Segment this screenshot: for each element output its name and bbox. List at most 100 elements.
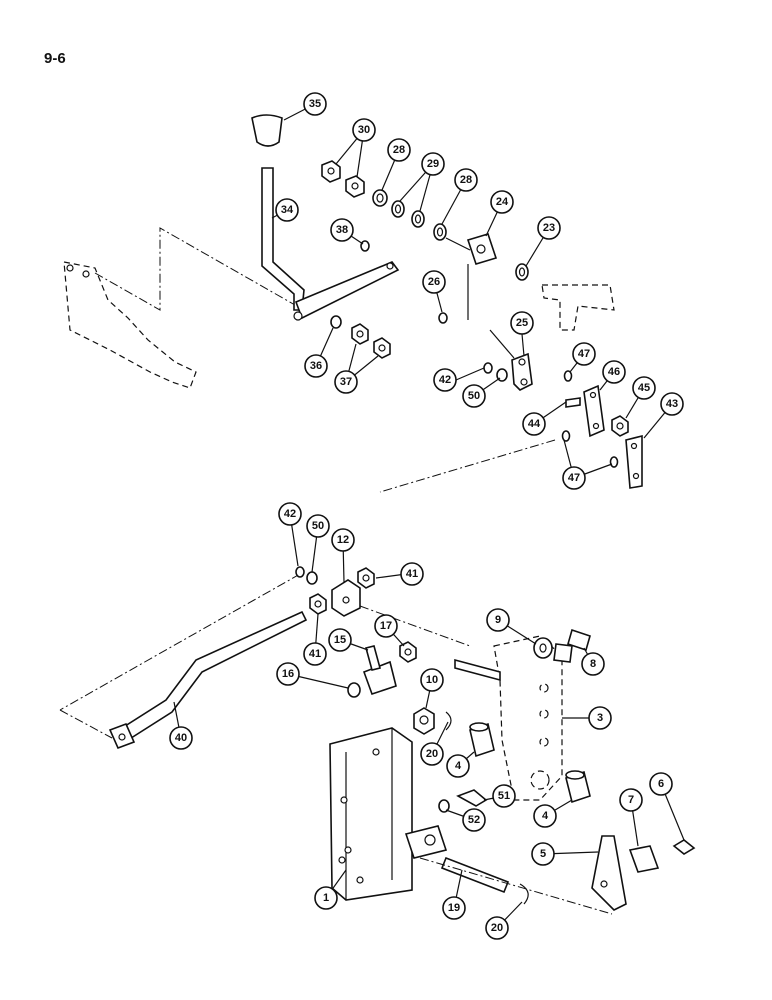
- callout-7: 7: [619, 788, 643, 812]
- svg-text:19: 19: [448, 902, 460, 914]
- svg-text:50: 50: [312, 520, 324, 532]
- callout-34: 34: [275, 198, 299, 222]
- callout-24: 24: [490, 190, 514, 214]
- svg-text:47: 47: [578, 348, 590, 360]
- callout-10: 10: [420, 668, 444, 692]
- callout-25: 25: [510, 311, 534, 335]
- callout-37: 37: [334, 370, 358, 394]
- callout-29: 29: [421, 152, 445, 176]
- upper-assembly: [63, 114, 643, 493]
- svg-text:38: 38: [336, 224, 348, 236]
- lever-link: [294, 261, 400, 320]
- svg-text:9: 9: [495, 614, 501, 626]
- linkage-plate: [591, 835, 627, 911]
- svg-text:41: 41: [309, 648, 321, 660]
- callout-38: 38: [330, 218, 354, 242]
- svg-text:40: 40: [175, 732, 187, 744]
- svg-text:41: 41: [406, 568, 418, 580]
- svg-text:24: 24: [496, 196, 509, 208]
- svg-text:28: 28: [460, 174, 472, 186]
- callout-52: 52: [462, 808, 486, 832]
- svg-text:36: 36: [310, 360, 322, 372]
- svg-text:47: 47: [568, 472, 580, 484]
- mounting-bracket-right: [541, 284, 615, 331]
- pivot-pin: [440, 856, 510, 894]
- callout-26: 26: [422, 270, 446, 294]
- pin: [565, 397, 581, 408]
- callout-51: 51: [492, 784, 516, 808]
- svg-text:51: 51: [498, 790, 510, 802]
- callout-5: 5: [531, 842, 555, 866]
- callout-35: 35: [303, 92, 327, 116]
- callout-45: 45: [632, 376, 656, 400]
- shift-lever: [261, 167, 305, 311]
- svg-text:42: 42: [439, 374, 451, 386]
- callout-20: 20: [485, 916, 509, 940]
- svg-text:12: 12: [337, 534, 349, 546]
- callout-17: 17: [374, 614, 398, 638]
- callout-43: 43: [660, 392, 684, 416]
- svg-text:26: 26: [428, 276, 440, 288]
- svg-text:28: 28: [393, 144, 405, 156]
- callout-40: 40: [169, 726, 193, 750]
- callout-50: 50: [306, 514, 330, 538]
- svg-text:34: 34: [281, 204, 294, 216]
- svg-text:7: 7: [628, 794, 634, 806]
- callout-12: 12: [331, 528, 355, 552]
- callout-16: 16: [276, 662, 300, 686]
- svg-text:29: 29: [427, 158, 439, 170]
- svg-text:6: 6: [658, 778, 664, 790]
- callout-6: 6: [649, 772, 673, 796]
- svg-text:43: 43: [666, 398, 678, 410]
- svg-text:45: 45: [638, 382, 650, 394]
- svg-text:4: 4: [542, 810, 549, 822]
- svg-text:25: 25: [516, 317, 528, 329]
- callout-50: 50: [462, 384, 486, 408]
- callout-30: 30: [352, 118, 376, 142]
- svg-text:30: 30: [358, 124, 370, 136]
- knob: [251, 114, 283, 147]
- svg-text:8: 8: [590, 658, 596, 670]
- callout-1: 1: [314, 886, 338, 910]
- svg-text:17: 17: [380, 620, 392, 632]
- svg-text:5: 5: [540, 848, 546, 860]
- svg-text:44: 44: [528, 418, 541, 430]
- callout-20: 20: [420, 742, 444, 766]
- upper-hardware: [321, 160, 448, 359]
- page-number: 9-6: [44, 50, 66, 67]
- callout-46: 46: [602, 360, 626, 384]
- callout-4: 4: [533, 804, 557, 828]
- callout-36: 36: [304, 354, 328, 378]
- callout-28: 28: [454, 168, 478, 192]
- svg-text:50: 50: [468, 390, 480, 402]
- callout-9: 9: [486, 608, 510, 632]
- svg-text:4: 4: [455, 760, 462, 772]
- callout-28: 28: [387, 138, 411, 162]
- svg-text:35: 35: [309, 98, 321, 110]
- svg-text:16: 16: [282, 668, 294, 680]
- svg-text:46: 46: [608, 366, 620, 378]
- svg-text:52: 52: [468, 814, 480, 826]
- connector-line: [94, 227, 296, 311]
- callout-42: 42: [278, 502, 302, 526]
- callout-41: 41: [400, 562, 424, 586]
- callout-15: 15: [328, 628, 352, 652]
- svg-text:42: 42: [284, 508, 296, 520]
- callout-42: 42: [433, 368, 457, 392]
- callout-3: 3: [588, 706, 612, 730]
- svg-text:3: 3: [597, 712, 603, 724]
- callout-19: 19: [442, 896, 466, 920]
- stop-block: [628, 845, 660, 873]
- callout-47: 47: [562, 466, 586, 490]
- svg-text:23: 23: [543, 222, 555, 234]
- callout-47: 47: [572, 342, 596, 366]
- svg-text:20: 20: [426, 748, 438, 760]
- svg-text:37: 37: [340, 376, 352, 388]
- link-plate: [583, 384, 605, 438]
- svg-text:10: 10: [426, 674, 438, 686]
- svg-text:1: 1: [323, 892, 329, 904]
- lower-assembly: [59, 566, 696, 915]
- callout-41: 41: [303, 642, 327, 666]
- callout-8: 8: [581, 652, 605, 676]
